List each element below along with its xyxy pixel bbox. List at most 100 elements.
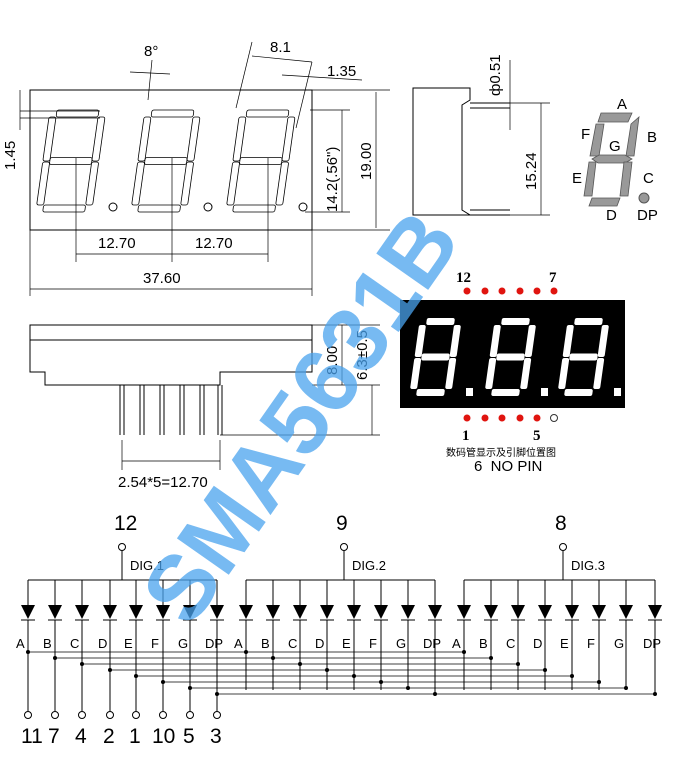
junction-dot [271, 656, 275, 660]
diode [239, 605, 253, 619]
segment-pin-label: 1 [129, 725, 141, 748]
segment [574, 318, 603, 325]
common-pin-label: 9 [336, 512, 348, 535]
photo-caption: 数码管显示及引脚位置图 [446, 446, 556, 459]
diode [48, 605, 62, 619]
common-pin [559, 543, 567, 551]
front-dp-dot [203, 202, 213, 212]
segment [42, 116, 57, 162]
segment-label: G [396, 636, 406, 651]
photo-dp-dot [541, 388, 548, 396]
segment [232, 204, 276, 213]
segment [55, 109, 100, 118]
segment [564, 389, 593, 396]
junction-dot [325, 668, 329, 672]
junction-dot [433, 692, 437, 696]
junction-dot [352, 674, 356, 678]
segment [501, 318, 530, 325]
pin-dot [550, 287, 558, 295]
diode [592, 605, 606, 619]
pin-label-1: 1 [462, 428, 470, 444]
junction-dot [406, 686, 410, 690]
seg-label-e: E [572, 170, 582, 187]
segment [281, 116, 296, 162]
diode [210, 605, 224, 619]
segment-label: DP [205, 636, 223, 651]
seg-label-dp: DP [637, 207, 658, 224]
side-view: 15.24 ф0.51 [412, 54, 550, 216]
segment [226, 161, 240, 206]
junction-dot [653, 692, 657, 696]
segment [558, 358, 570, 389]
segment [144, 157, 188, 165]
segment [186, 116, 201, 162]
dim-digit-height: 14.2(.56") [324, 147, 341, 212]
diode [538, 605, 552, 619]
diode [156, 605, 170, 619]
dim-body-height: 8.00 [324, 346, 341, 375]
junction-dot [244, 650, 248, 654]
diode [266, 605, 280, 619]
segment [131, 161, 145, 206]
junction-dot [624, 686, 628, 690]
digit-label: DIG.2 [352, 558, 386, 573]
junction-dot [462, 650, 466, 654]
pin-label-7: 7 [549, 270, 557, 286]
diode [320, 605, 334, 619]
segment-pin-label: 5 [183, 725, 195, 748]
pin-dot-empty [550, 414, 558, 422]
segment-pin [159, 711, 167, 719]
segment-pin [213, 711, 221, 719]
segment [137, 204, 181, 213]
segment-label: A [16, 636, 25, 651]
junction-dot [379, 680, 383, 684]
dim-pitch-1: 12.70 [98, 235, 136, 252]
segment-pin-label: 10 [152, 725, 175, 748]
digit-label: DIG.1 [130, 558, 164, 573]
digit-label: DIG.3 [571, 558, 605, 573]
segment-pin-label: 2 [103, 725, 115, 748]
segment-label: A [452, 636, 461, 651]
junction-dot [597, 680, 601, 684]
segment-label: G [178, 636, 188, 651]
segment-label: DP [643, 636, 661, 651]
segment [85, 161, 99, 206]
dim-total-height: 19.00 [358, 142, 375, 180]
segment-label: D [315, 636, 324, 651]
segment [426, 318, 455, 325]
front-digit [226, 109, 296, 213]
segment [137, 116, 152, 162]
segment-label: A [234, 636, 243, 651]
seg-label-f: F [581, 126, 590, 143]
segment [245, 109, 290, 118]
junction-dot [570, 674, 574, 678]
seg-label-a: A [617, 96, 627, 113]
segment-label: B [261, 636, 270, 651]
photo-digit [410, 318, 461, 396]
segment-label: C [288, 636, 297, 651]
segment [239, 157, 283, 165]
diode [374, 605, 388, 619]
segment-label: B [43, 636, 52, 651]
diode [565, 605, 579, 619]
segment-label: F [151, 636, 159, 651]
segment [36, 161, 50, 206]
dim-top-margin: 1.45 [2, 141, 19, 170]
diode [457, 605, 471, 619]
segment [449, 325, 461, 357]
front-digit [131, 109, 201, 213]
seg-label-d: D [606, 207, 617, 224]
junction-dot [516, 662, 520, 666]
photo-digit [558, 318, 609, 396]
pin-dot [533, 414, 541, 422]
segment-label: F [587, 636, 595, 651]
dim-angle: 8° [144, 43, 158, 60]
segment-map: A B C D E F G DP [572, 96, 658, 224]
pin-label-5: 5 [533, 428, 541, 444]
front-body-outline [29, 89, 313, 231]
segment-label: DP [423, 636, 441, 651]
segment-pin-label: 11 [21, 725, 43, 748]
segment-label: G [614, 636, 624, 651]
diode [484, 605, 498, 619]
